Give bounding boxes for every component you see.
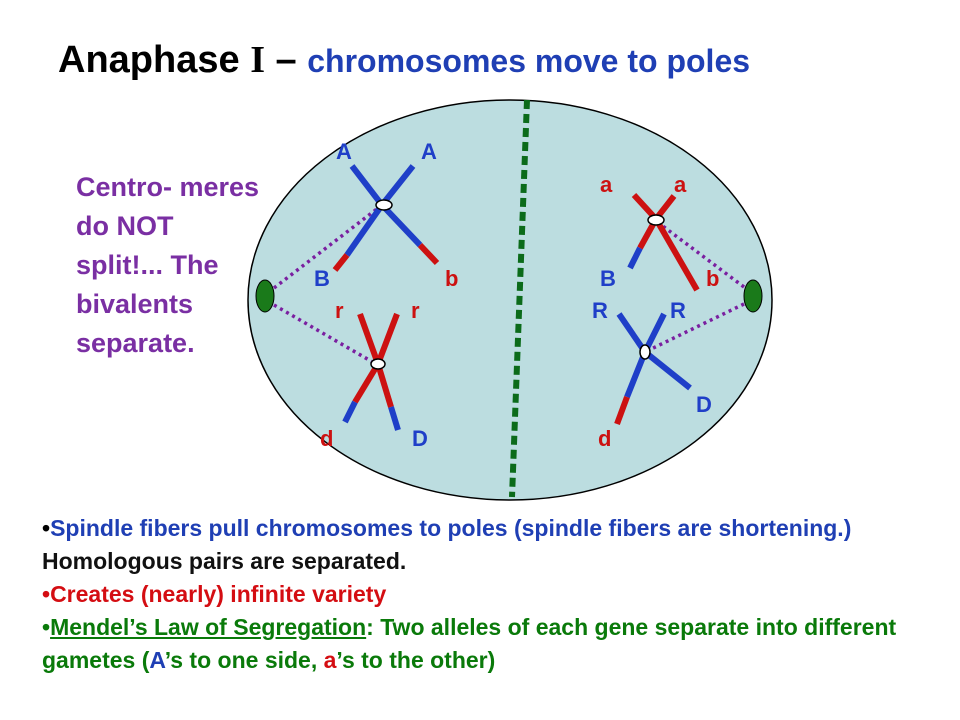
chromosome-left-upper	[332, 164, 440, 272]
chromosome-left-lower	[342, 312, 401, 431]
bullet-mendel: •Mendel’s Law of Segregation: Two allele…	[42, 614, 897, 673]
spindle-fiber	[644, 302, 745, 354]
allele-label: a	[600, 172, 613, 197]
allele-label: B	[314, 266, 330, 291]
allele-label: r	[411, 298, 420, 323]
centromere	[647, 214, 665, 226]
title-subtitle: chromosomes move to poles	[307, 43, 751, 79]
mendel-law-link: Mendel’s Law of Segregation	[50, 614, 367, 640]
allele-label: B	[600, 266, 616, 291]
allele-A: A	[149, 647, 165, 673]
spindle-fiber	[272, 203, 384, 290]
right-pole	[743, 279, 763, 313]
mendel-text: ’s to the other)	[336, 647, 496, 673]
centromere	[370, 358, 386, 370]
bullet-homologous-text: Homologous pairs are separated.	[42, 548, 407, 574]
allele-label: A	[336, 139, 352, 164]
chromosome-right-upper	[627, 192, 700, 292]
bullet-variety-text: Creates (nearly) infinite variety	[50, 581, 387, 607]
allele-label: D	[696, 392, 712, 417]
allele-label: R	[592, 298, 608, 323]
colon: :	[366, 614, 374, 640]
allele-label: a	[674, 172, 687, 197]
allele-label: r	[335, 298, 344, 323]
bullet-spindle: •Spindle fibers pull chromosomes to pole…	[42, 515, 852, 574]
allele-label: D	[412, 426, 428, 451]
title-main: Anaphase	[58, 39, 240, 81]
title-numeral: I	[250, 39, 265, 81]
allele-label: b	[706, 266, 719, 291]
allele-label: A	[421, 139, 437, 164]
spindle-fiber	[273, 303, 377, 366]
allele-label: d	[598, 426, 611, 451]
equator-line	[509, 99, 530, 498]
spindle-fiber	[654, 219, 746, 289]
page-title: Anaphase I – chromosomes move to poles	[58, 38, 750, 82]
allele-label: R	[670, 298, 686, 323]
allele-label: b	[445, 266, 458, 291]
bullet-variety: •Creates (nearly) infinite variety	[42, 581, 387, 607]
allele-label: d	[320, 426, 333, 451]
left-pole	[255, 279, 275, 313]
mendel-text: ’s to one side,	[164, 647, 318, 673]
bullet-spindle-text: Spindle fibers pull chromosomes to poles…	[50, 515, 852, 541]
centromere-note: Centro- meres do NOT split!... The bival…	[76, 172, 260, 358]
chromosome-right-lower	[614, 312, 692, 426]
mendel-text: Two alleles of each gene separate into d…	[42, 614, 897, 673]
bullet-list: •Spindle fibers pull chromosomes to pole…	[42, 512, 952, 677]
title-dash: –	[275, 39, 297, 81]
centromere	[375, 199, 393, 211]
centromere	[639, 344, 651, 360]
allele-a: a	[323, 647, 337, 673]
